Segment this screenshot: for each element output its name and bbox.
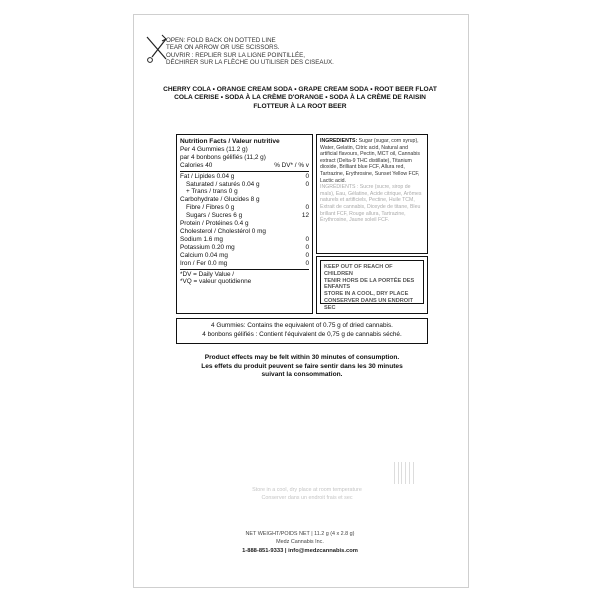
storage-line: Conserver dans un endroit frais et sec [261, 495, 353, 501]
nutrient-dv: 12 [301, 212, 309, 220]
nutrient-label: Protein / Protéines 0.4 g [180, 220, 249, 228]
warning-line: TENIR HORS DE LA PORTÉE DES ENFANTS [324, 277, 415, 291]
nutrient-row: Fat / Lipides 0.04 g 0 [180, 173, 309, 181]
open-line: DÉCHIRER SUR LA FLÈCHE OU UTILISER DES C… [166, 59, 334, 67]
nutrient-label: Fibre / Fibres 0 g [186, 204, 235, 212]
effects-line: suivant la consommation. [261, 371, 343, 379]
effects-line: Product effects may be felt within 30 mi… [204, 354, 400, 361]
nutrient-dv [297, 196, 309, 204]
nutrition-divider [180, 268, 309, 270]
nutrient-row: Sugars / Sucres 6 g 12 [180, 212, 309, 220]
nutrient-row: Fibre / Fibres 0 g 0 [180, 204, 309, 212]
nutrient-row: Carbohydrate / Glucides 8 g [180, 196, 309, 204]
flavor-line: CHERRY COLA • ORANGE CREAM SODA • GRAPE … [163, 86, 437, 93]
nutrient-row: Iron / Fer 0.0 mg 0 [180, 260, 309, 268]
nutrient-row: Potassium 0.20 mg 0 [180, 244, 309, 252]
nutrient-row: Protein / Protéines 0.4 g [180, 220, 309, 228]
nutrient-dv [297, 220, 309, 228]
nutrient-row: Sodium 1.6 mg 0 [180, 236, 309, 244]
nutrient-label: Iron / Fer 0.0 mg [180, 259, 228, 267]
nutrient-dv: 0 [305, 259, 309, 267]
dv-footnote-en: *DV = Daily Value / [180, 270, 235, 278]
flavor-line: FLOTTEUR À LA ROOT BEER [253, 102, 347, 110]
dv-footnote-fr: *VQ = valeur quotidienne [180, 278, 252, 286]
open-line: OUVRIR : REPLIER SUR LA LIGNE POINTILLÉE… [166, 51, 305, 59]
contact-info: 1-888-851-9333 | info@medzcannabis.com [242, 547, 358, 554]
equivalency-fr: 4 bonbons gélifiés : Contient l'équivale… [202, 330, 402, 338]
calories-row: Calories 40 % DV* / % v [180, 162, 309, 170]
flavor-list: CHERRY COLA • ORANGE CREAM SODA • GRAPE … [160, 86, 440, 111]
open-instructions: OPEN: FOLD BACK ON DOTTED LINE TEAR ON A… [166, 37, 356, 67]
dv-header: % DV* / % v [274, 161, 309, 169]
nutrient-row: + Trans / trans 0 g [180, 188, 309, 196]
warning-line: CONSERVER DANS UN ENDROIT SEC [324, 297, 414, 311]
flavor-line: COLA CERISE • SODA À LA CRÈME D'ORANGE •… [174, 94, 426, 102]
label-panel [133, 14, 469, 588]
nutrient-label: Cholesterol / Cholestérol 0 mg [180, 227, 266, 235]
nutrient-label: + Trans / trans 0 g [186, 188, 238, 196]
nutrient-dv: 0 [305, 180, 309, 188]
nutrient-label: Potassium 0.20 mg [180, 243, 235, 251]
nutrition-facts-table: Nutrition Facts / Valeur nutritive Per 4… [176, 134, 313, 314]
ingredients-text-fr: INGRÉDIENTS : Sucre (sucre, sirop de maï… [320, 184, 422, 224]
open-line: TEAR ON ARROW OR USE SCISSORS. [166, 44, 280, 52]
nutrient-label: Fat / Lipides 0.04 g [180, 172, 235, 180]
storage-line: Store in a cool, dry place at room tempe… [252, 487, 362, 493]
ingredients-label: INGREDIENTS: [320, 138, 358, 144]
nutrition-title: Nutrition Facts / Valeur nutritive [180, 138, 280, 145]
warning-inner: KEEP OUT OF REACH OF CHILDREN TENIR HORS… [320, 260, 424, 311]
nutrient-dv: 0 [305, 235, 309, 243]
ingredients-text: Sugar (sugar, corn syrup), Water, Gelati… [320, 138, 420, 184]
serving-size-fr: par 4 bonbons gélifiés (11,2 g) [180, 153, 266, 161]
nutrient-dv [297, 188, 309, 196]
barcode-ghost [392, 462, 416, 484]
warning-line: KEEP OUT OF REACH OF CHILDREN [324, 264, 393, 277]
nutrient-dv: 0 [305, 243, 309, 251]
ingredients-box: INGREDIENTS: Sugar (sugar, corn syrup), … [316, 134, 428, 254]
nutrient-dv [297, 228, 309, 236]
nutrient-label: Sodium 1.6 mg [180, 235, 223, 243]
calories-value: Calories 40 [180, 161, 213, 169]
nutrient-row: Saturated / saturés 0.04 g 0 [180, 181, 309, 189]
label-footer: NET WEIGHT/POIDS NET | 11.2 g (4 x 2.8 g… [200, 530, 400, 555]
nutrition-divider [180, 170, 309, 172]
cannabis-equivalency-box: 4 Gummies: Contains the equivalent of 0.… [176, 318, 428, 344]
net-weight: NET WEIGHT/POIDS NET | 11.2 g (4 x 2.8 g… [245, 531, 355, 537]
open-line: OPEN: FOLD BACK ON DOTTED LINE [166, 37, 276, 44]
nutrient-dv: 0 [305, 251, 309, 259]
nutrient-label: Sugars / Sucres 6 g [186, 212, 243, 220]
onset-statement: Product effects may be felt within 30 mi… [180, 354, 424, 380]
nutrient-label: Saturated / saturés 0.04 g [186, 180, 260, 188]
nutrient-label: Carbohydrate / Glucides 8 g [180, 196, 260, 204]
nutrient-dv: 0 [305, 204, 309, 212]
nutrient-row: Calcium 0.04 mg 0 [180, 252, 309, 260]
warning-box: KEEP OUT OF REACH OF CHILDREN TENIR HORS… [316, 256, 428, 314]
nutrient-row: Cholesterol / Cholestérol 0 mg [180, 228, 309, 236]
storage-text: Store in a cool, dry place at room tempe… [212, 486, 402, 502]
company-name: Medz Cannabis Inc. [276, 539, 324, 546]
warning-line: STORE IN A COOL, DRY PLACE [324, 291, 409, 298]
effects-line: Les effets du produit peuvent se faire s… [201, 362, 403, 370]
nutrient-label: Calcium 0.04 mg [180, 251, 228, 259]
scissors-icon [146, 34, 167, 63]
nutrient-dv: 0 [305, 172, 309, 180]
serving-size-en: Per 4 Gummies (11.2 g) [180, 145, 248, 153]
equivalency-en: 4 Gummies: Contains the equivalent of 0.… [211, 322, 393, 329]
